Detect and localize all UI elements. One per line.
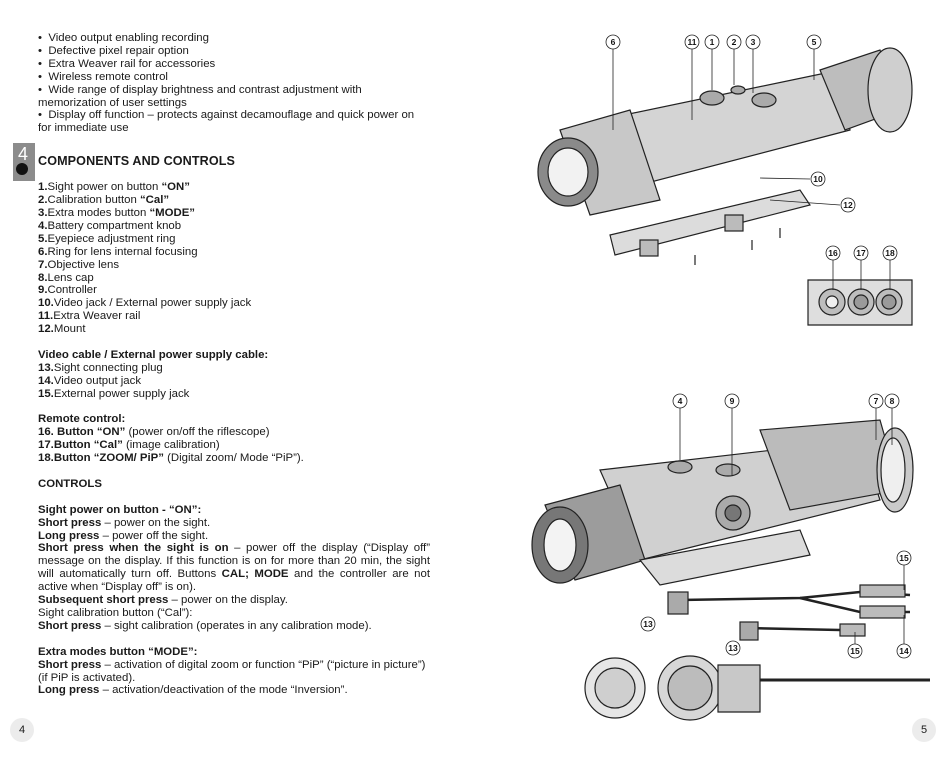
power-display-off: Short press when the sight is on – power…	[38, 542, 430, 594]
list-item: 8.Lens cap	[38, 271, 94, 284]
callout-12: 12	[843, 200, 853, 210]
list-item: 7.Objective lens	[38, 258, 120, 271]
list-item: 14.Video output jack	[38, 374, 142, 387]
callouts-top	[605, 34, 912, 659]
list-item: 1.Sight power on button “ON”	[38, 181, 190, 194]
remote-control-illustration	[807, 279, 913, 326]
feature-item: Wide range of display brightness and con…	[38, 84, 430, 110]
callout-15b: 15	[850, 646, 860, 656]
feature-item: Extra Weaver rail for accessories	[38, 58, 430, 71]
callout-16: 16	[828, 248, 838, 258]
remote-list: 16. Button “ON” (power on/off the rifles…	[38, 426, 430, 465]
list-item: 16. Button “ON” (power on/off the rifles…	[38, 426, 270, 439]
feature-item: Defective pixel repair option	[38, 45, 430, 58]
controls-title: CONTROLS	[38, 477, 102, 490]
callout-17: 17	[856, 248, 866, 258]
remote-title: Remote control:	[38, 413, 126, 426]
mode-short: Short press – activation of digital zoom…	[38, 658, 426, 684]
section-title: COMPONENTS AND CONTROLS	[38, 154, 236, 169]
feature-item: Wireless remote control	[38, 71, 430, 84]
list-item: 11.Extra Weaver rail	[38, 310, 141, 323]
list-item: 18.Button “ZOOM/ PiP” (Digital zoom/ Mod…	[38, 452, 304, 465]
callout-8: 8	[890, 396, 895, 406]
list-item: 10.Video jack / External power supply ja…	[38, 297, 252, 310]
cal-title: Sight calibration button (“Cal”):	[38, 607, 193, 619]
callout-15: 15	[899, 553, 909, 563]
power-subsequent: Subsequent short press – power on the di…	[38, 594, 288, 607]
power-short: Short press – power on the sight.	[38, 516, 211, 529]
callout-13b: 13	[728, 643, 738, 653]
list-item: 6.Ring for lens internal focusing	[38, 245, 198, 258]
callout-9: 9	[730, 396, 735, 406]
riflescope-bottom-illustration	[531, 419, 914, 586]
left-text-column: Video output enabling recording Defectiv…	[38, 32, 430, 697]
cable-title: Video cable / External power supply cabl…	[38, 348, 269, 361]
section-bullet	[16, 163, 28, 175]
callout-7: 7	[874, 396, 879, 406]
callout-18: 18	[885, 248, 895, 258]
page-number-left: 4	[10, 718, 34, 742]
callout-3: 3	[751, 37, 756, 47]
list-item: 2.Calibration button “Cal”	[38, 194, 170, 207]
feature-item: Video output enabling recording	[38, 32, 430, 45]
list-item: 15.External power supply jack	[38, 387, 190, 400]
callout-1: 1	[710, 37, 715, 47]
feature-item: Display off function – protects against …	[38, 109, 430, 135]
page-number-right: 5	[912, 718, 936, 742]
cal-short: Short press – sight calibration (operate…	[38, 619, 372, 632]
video-cable-illustration	[584, 584, 930, 721]
callout-2: 2	[732, 37, 737, 47]
list-item: 17.Button “Cal” (image calibration)	[38, 439, 220, 452]
mode-long: Long press – activation/deactivation of …	[38, 684, 348, 697]
callout-5: 5	[812, 37, 817, 47]
power-title: Sight power on button - “ON”:	[38, 503, 202, 516]
power-long: Long press – power off the sight.	[38, 529, 209, 542]
list-item: 4.Battery compartment knob	[38, 219, 182, 232]
mode-title: Extra modes button “MODE”:	[38, 645, 198, 658]
list-item: 13.Sight connecting plug	[38, 361, 163, 374]
list-item: 12.Mount	[38, 323, 86, 336]
callout-4: 4	[678, 396, 683, 406]
callout-10: 10	[813, 174, 823, 184]
callout-13: 13	[643, 619, 653, 629]
list-item: 5.Eyepiece adjustment ring	[38, 232, 176, 245]
list-item: 3.Extra modes button “MODE”	[38, 206, 196, 219]
callout-6: 6	[611, 37, 616, 47]
callout-14: 14	[899, 646, 909, 656]
callout-11: 11	[688, 37, 697, 47]
components-list: 1.Sight power on button “ON”2.Calibratio…	[38, 181, 430, 336]
riflescope-top-illustration	[537, 47, 913, 265]
list-item: 9.Controller	[38, 284, 97, 297]
